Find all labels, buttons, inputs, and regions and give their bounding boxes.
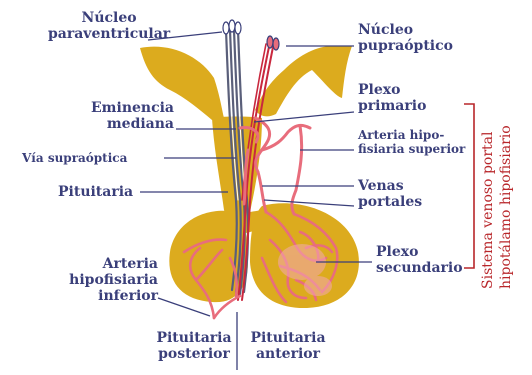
label-line: Venas <box>358 178 422 194</box>
label-eminencia-mediana: Eminencia mediana <box>78 100 174 132</box>
label-line: primario <box>358 98 426 114</box>
label-arteria-hipofisiaria-inferior: Arteria hipofisiaria inferior <box>40 256 158 304</box>
label-line: hipofisiaria <box>40 272 158 288</box>
label-pituitaria-posterior: Pituitaria posterior <box>152 330 236 362</box>
portal-system-bracket <box>464 104 474 268</box>
label-line: anterior <box>242 346 334 362</box>
label-line: Pituitaria <box>242 330 334 346</box>
label-line: secundario <box>376 260 463 276</box>
label-plexo-primario: Plexo primario <box>358 82 426 114</box>
label-line: hipotálamo hipofisiario <box>498 125 514 289</box>
label-arteria-hipofisiaria-superior: Arteria hipo- fisiaria superior <box>358 128 465 156</box>
label-line: Plexo <box>376 244 463 260</box>
label-line: Arteria hipo- <box>358 128 465 142</box>
label-line: pupraóptico <box>358 38 453 54</box>
label-venas-portales: Venas portales <box>358 178 422 210</box>
label-line: Núcleo <box>358 22 453 38</box>
label-line: Arteria <box>40 256 158 272</box>
label-line: Pituitaria <box>152 330 236 346</box>
label-sistema-venoso-portal: Sistema venoso portal hipotálamo hipofis… <box>478 97 530 297</box>
paraventricular-cells <box>223 20 241 34</box>
label-line: Eminencia <box>78 100 174 116</box>
label-line: Plexo <box>358 82 426 98</box>
label-pituitaria: Pituitaria <box>58 184 133 200</box>
label-line: Núcleo <box>48 10 170 26</box>
label-plexo-secundario: Plexo secundario <box>376 244 463 276</box>
hypothalamus-right-tissue <box>255 46 352 116</box>
label-line: inferior <box>40 288 158 304</box>
label-line: mediana <box>78 116 174 132</box>
label-line: fisiaria superior <box>358 142 465 156</box>
label-line: posterior <box>152 346 236 362</box>
label-line: paraventricular <box>48 26 170 42</box>
label-line: portales <box>358 194 422 210</box>
label-nucleo-supraoptico: Núcleo pupraóptico <box>358 22 453 54</box>
label-via-supraoptica: Vía supraóptica <box>22 151 127 165</box>
label-line: Sistema venoso portal <box>480 132 496 289</box>
label-pituitaria-anterior: Pituitaria anterior <box>242 330 334 362</box>
label-nucleo-paraventricular: Núcleo paraventricular <box>48 10 170 42</box>
